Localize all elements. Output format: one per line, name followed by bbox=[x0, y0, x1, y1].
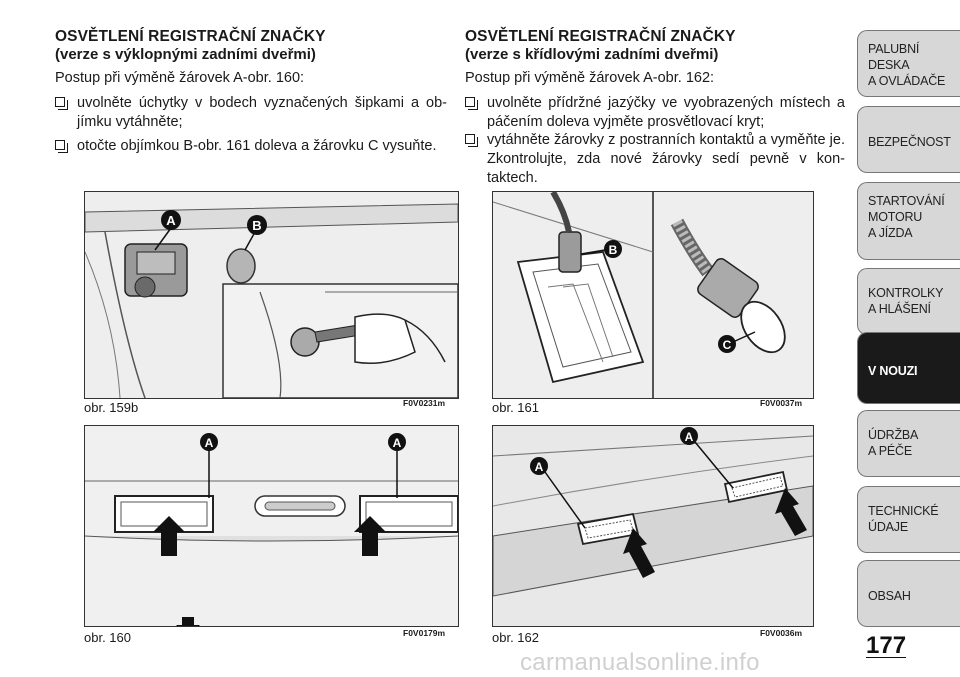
figure-162: A A bbox=[492, 425, 814, 627]
callout-a-icon: A bbox=[388, 433, 406, 498]
arrow-up-icon bbox=[153, 516, 185, 556]
callout-a-icon: A bbox=[680, 427, 734, 489]
svg-text:B: B bbox=[609, 243, 618, 257]
section-subtitle: (verze s výklopnými zadními dveřmi) bbox=[55, 46, 316, 63]
svg-text:A: A bbox=[205, 436, 214, 450]
list-item: vytáhněte žárovky z postranních kontaktů… bbox=[465, 131, 845, 188]
svg-text:A: A bbox=[393, 436, 402, 450]
callout-b-icon: B bbox=[244, 215, 267, 251]
callout-a-icon: A bbox=[154, 210, 181, 251]
tab-technicke-udaje[interactable]: TECHNICKÉ ÚDAJE bbox=[857, 486, 960, 553]
procedure-intro: Postup při výměně žárovek A-obr. 162: bbox=[465, 70, 715, 86]
figure-caption: obr. 160 bbox=[84, 630, 131, 645]
tab-v-nouzi[interactable]: V NOUZI bbox=[857, 332, 960, 404]
checkbox-bullet-icon bbox=[55, 140, 68, 153]
figure-caption: obr. 162 bbox=[492, 630, 539, 645]
svg-text:A: A bbox=[685, 430, 694, 444]
tab-obsah[interactable]: OBSAH bbox=[857, 560, 960, 627]
checkbox-bullet-icon bbox=[55, 97, 68, 110]
callout-b-icon: B bbox=[580, 240, 622, 258]
section-title: OSVĚTLENÍ REGISTRAČNÍ ZNAČKY bbox=[465, 28, 736, 45]
figure-code: F0V0037m bbox=[760, 398, 803, 408]
callout-c-icon: C bbox=[718, 331, 756, 353]
arrow-up-icon bbox=[354, 516, 386, 556]
tab-kontrolky[interactable]: KONTROLKY A HLÁŠENÍ bbox=[857, 268, 960, 335]
section-subtitle: (verze s křídlovými zadními dveřmi) bbox=[465, 46, 719, 63]
figure-161: B C bbox=[492, 191, 814, 399]
svg-text:C: C bbox=[723, 338, 732, 352]
checkbox-bullet-icon bbox=[465, 97, 478, 110]
figure-159b: A B bbox=[84, 191, 459, 399]
figure-code: F0V0231m bbox=[403, 398, 446, 408]
list-item: uvolněte přídržné jazýčky ve vyobrazenýc… bbox=[465, 94, 845, 132]
watermark: carmanualsonline.info bbox=[520, 649, 760, 676]
section-title: OSVĚTLENÍ REGISTRAČNÍ ZNAČKY bbox=[55, 28, 326, 45]
tab-startovani[interactable]: STARTOVÁNÍ MOTORU A JÍZDA bbox=[857, 182, 960, 260]
figure-code: F0V0179m bbox=[403, 628, 446, 638]
callout-a-icon: A bbox=[200, 433, 218, 498]
arrow-up-icon bbox=[623, 528, 655, 578]
figure-caption: obr. 159b bbox=[84, 400, 139, 415]
figure-160: A A bbox=[84, 425, 459, 627]
list-item: otočte objímkou B-obr. 161 doleva a žáro… bbox=[55, 137, 447, 156]
page-number: 177 bbox=[866, 632, 907, 659]
procedure-intro: Postup při výměně žárovek A-obr. 160: bbox=[55, 70, 305, 86]
tab-udrzba[interactable]: ÚDRŽBA A PÉČE bbox=[857, 410, 960, 477]
svg-text:A: A bbox=[166, 213, 176, 228]
checkbox-bullet-icon bbox=[465, 134, 478, 147]
svg-text:B: B bbox=[252, 218, 261, 233]
chapter-tabs: PALUBNÍ DESKA A OVLÁDAČE BEZPEČNOST STAR… bbox=[857, 30, 960, 630]
callout-a-icon: A bbox=[530, 457, 586, 529]
list-item: uvolněte úchytky v bodech vyznačených ši… bbox=[55, 94, 447, 132]
tab-palubni-deska[interactable]: PALUBNÍ DESKA A OVLÁDAČE bbox=[857, 30, 960, 97]
figure-code: F0V0036m bbox=[760, 628, 803, 638]
arrow-up-icon bbox=[775, 488, 807, 536]
svg-text:A: A bbox=[535, 460, 544, 474]
figure-caption: obr. 161 bbox=[492, 400, 539, 415]
tab-bezpecnost[interactable]: BEZPEČNOST bbox=[857, 106, 960, 173]
